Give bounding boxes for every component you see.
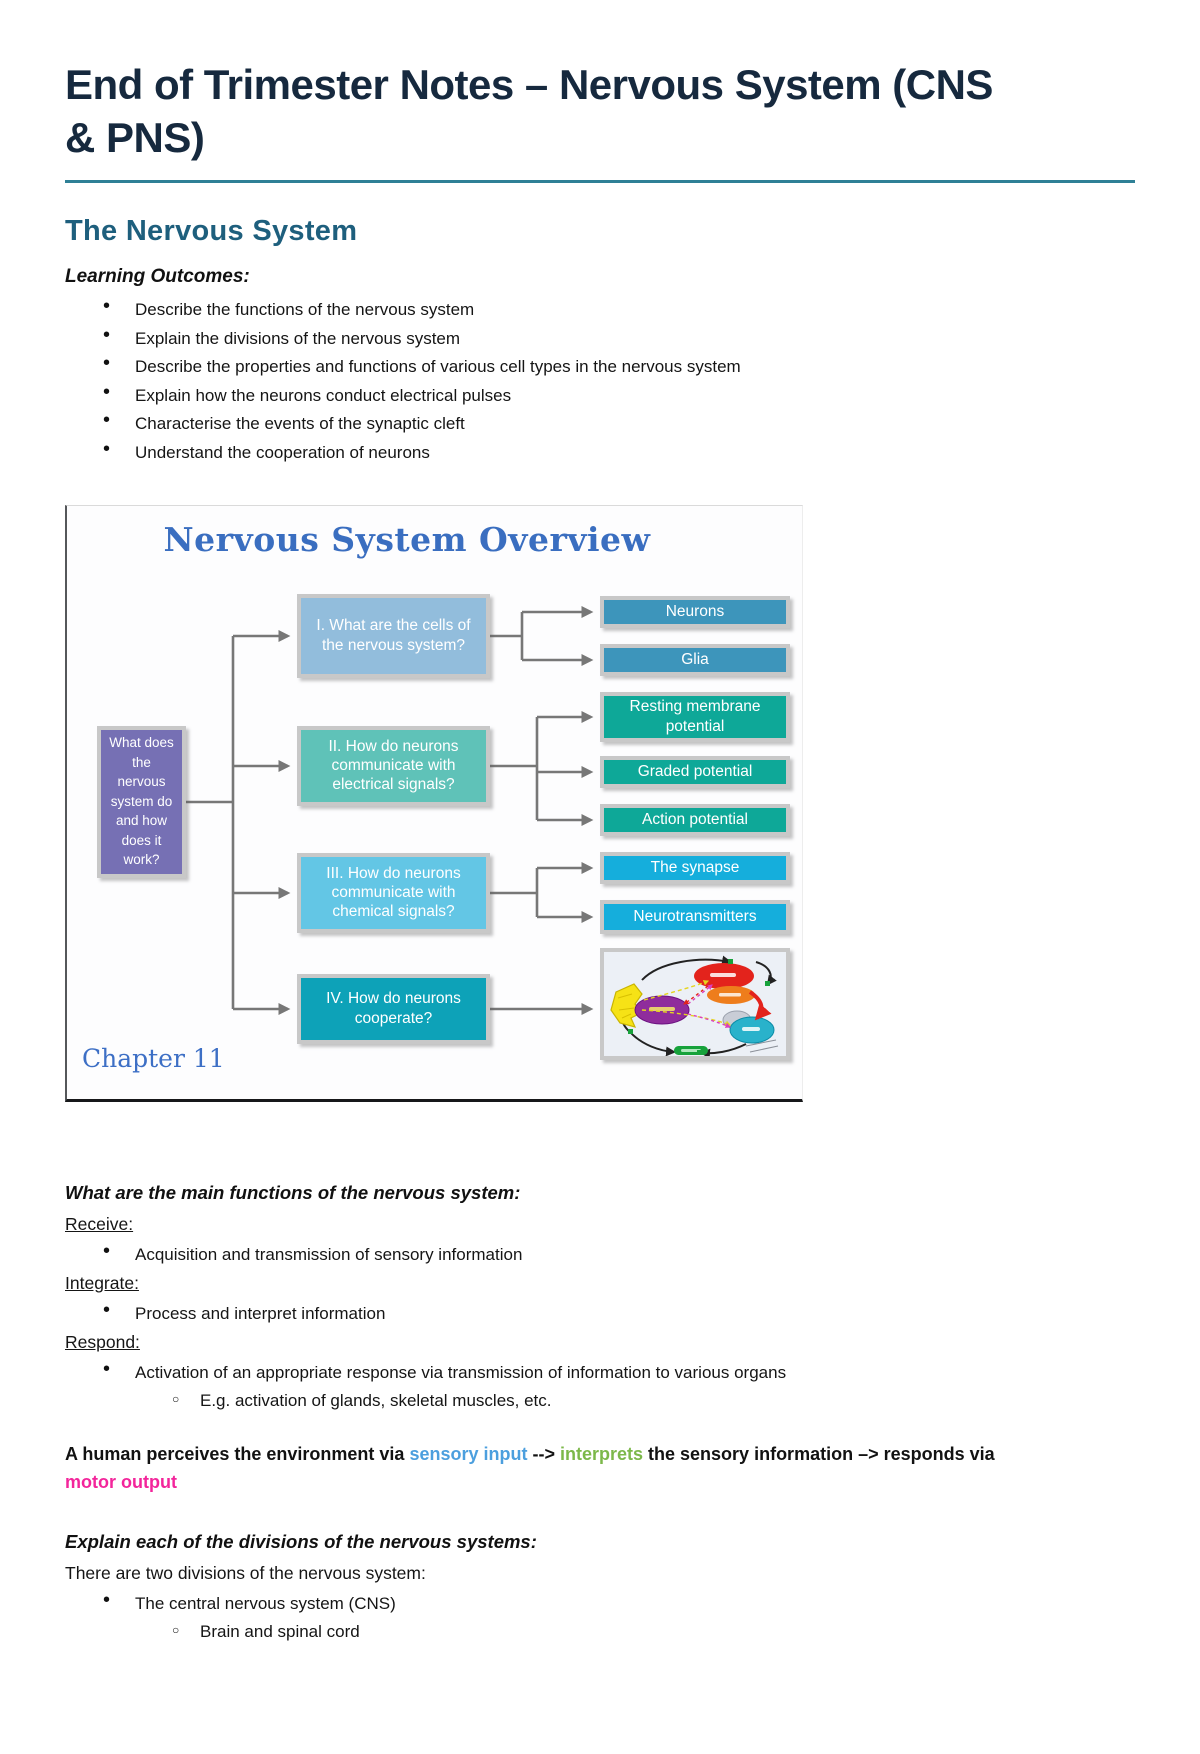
learning-outcome-item: Explain how the neurons conduct electric… bbox=[65, 382, 1135, 404]
topic-box-the-synapse: The synapse bbox=[600, 851, 790, 884]
summary-part2: the sensory information –> responds via bbox=[643, 1444, 995, 1464]
receive-label: Receive: bbox=[65, 1213, 134, 1234]
learning-outcomes-label: Learning Outcomes: bbox=[65, 266, 250, 287]
learning-outcomes-list: Describe the functions of the nervous sy… bbox=[65, 296, 1135, 461]
nervous-system-overview-figure: Nervous System Overview bbox=[65, 504, 803, 1102]
chapter-label: Chapter 11 bbox=[82, 1043, 225, 1073]
functions-heading: What are the main functions of the nervo… bbox=[65, 1181, 521, 1203]
summary-part1: A human perceives the environment via bbox=[65, 1444, 410, 1464]
respond-list: Activation of an appropriate response vi… bbox=[65, 1359, 1135, 1410]
neuron-cooperation-illustration bbox=[600, 947, 790, 1060]
page-title: End of Trimester Notes – Nervous System … bbox=[65, 61, 993, 161]
learning-outcome-item: Understand the cooperation of neurons bbox=[65, 439, 1135, 461]
summary-arrow: --> bbox=[527, 1444, 560, 1464]
divisions-intro: There are two divisions of the nervous s… bbox=[65, 1562, 426, 1583]
question-box-cooperate: IV. How do neurons cooperate? bbox=[297, 973, 490, 1044]
list-item: Process and interpret information bbox=[65, 1300, 1135, 1322]
diagram-title: Nervous System Overview bbox=[163, 519, 651, 559]
topic-box-graded-potential: Graded potential bbox=[600, 755, 790, 788]
list-item-cns: The central nervous system (CNS) bbox=[65, 1590, 1135, 1612]
summary-interprets: interprets bbox=[560, 1444, 644, 1464]
learning-outcome-item: Explain the divisions of the nervous sys… bbox=[65, 325, 1135, 347]
topic-box-neurotransmitters: Neurotransmitters bbox=[600, 899, 790, 934]
divisions-heading: Explain each of the divisions of the ner… bbox=[65, 1530, 537, 1552]
summary-motor-output: motor output bbox=[65, 1471, 177, 1492]
learning-outcome-item: Describe the properties and functions of… bbox=[65, 353, 1135, 375]
topic-box-action-potential: Action potential bbox=[600, 803, 790, 836]
integrate-label: Integrate: bbox=[65, 1272, 139, 1293]
document-page: End of Trimester Notes – Nervous System … bbox=[0, 58, 1200, 1640]
topic-box-neurons: Neurons bbox=[600, 595, 790, 628]
respond-label: Respond: bbox=[65, 1331, 140, 1352]
sub-list-item: E.g. activation of glands, skeletal musc… bbox=[65, 1389, 1135, 1409]
list-item: Activation of an appropriate response vi… bbox=[65, 1359, 1135, 1381]
summary-sensory-input: sensory input bbox=[409, 1444, 528, 1464]
learning-outcome-item: Describe the functions of the nervous sy… bbox=[65, 296, 1135, 318]
list-item: Acquisition and transmission of sensory … bbox=[65, 1241, 1135, 1263]
neuron-cooperation-icon bbox=[604, 951, 786, 1056]
title-divider bbox=[65, 180, 1135, 183]
question-box-chemical: III. How do neurons communicate with che… bbox=[297, 852, 490, 933]
root-question-box: What does the nervous system do and how … bbox=[97, 725, 186, 878]
summary-paragraph: A human perceives the environment via se… bbox=[65, 1441, 1010, 1497]
section-heading: The Nervous System bbox=[65, 215, 358, 247]
sub-list-item: Brain and spinal cord bbox=[65, 1620, 1135, 1640]
topic-box-glia: Glia bbox=[600, 643, 790, 676]
integrate-list: Process and interpret information bbox=[65, 1300, 1135, 1322]
topic-box-resting-membrane-potential: Resting membrane potential bbox=[600, 691, 790, 742]
learning-outcome-item: Characterise the events of the synaptic … bbox=[65, 410, 1135, 432]
divisions-list: The central nervous system (CNS) Brain a… bbox=[65, 1590, 1135, 1641]
question-box-cells: I. What are the cells of the nervous sys… bbox=[297, 593, 490, 678]
question-box-electrical: II. How do neurons communicate with elec… bbox=[297, 725, 490, 806]
receive-list: Acquisition and transmission of sensory … bbox=[65, 1241, 1135, 1263]
